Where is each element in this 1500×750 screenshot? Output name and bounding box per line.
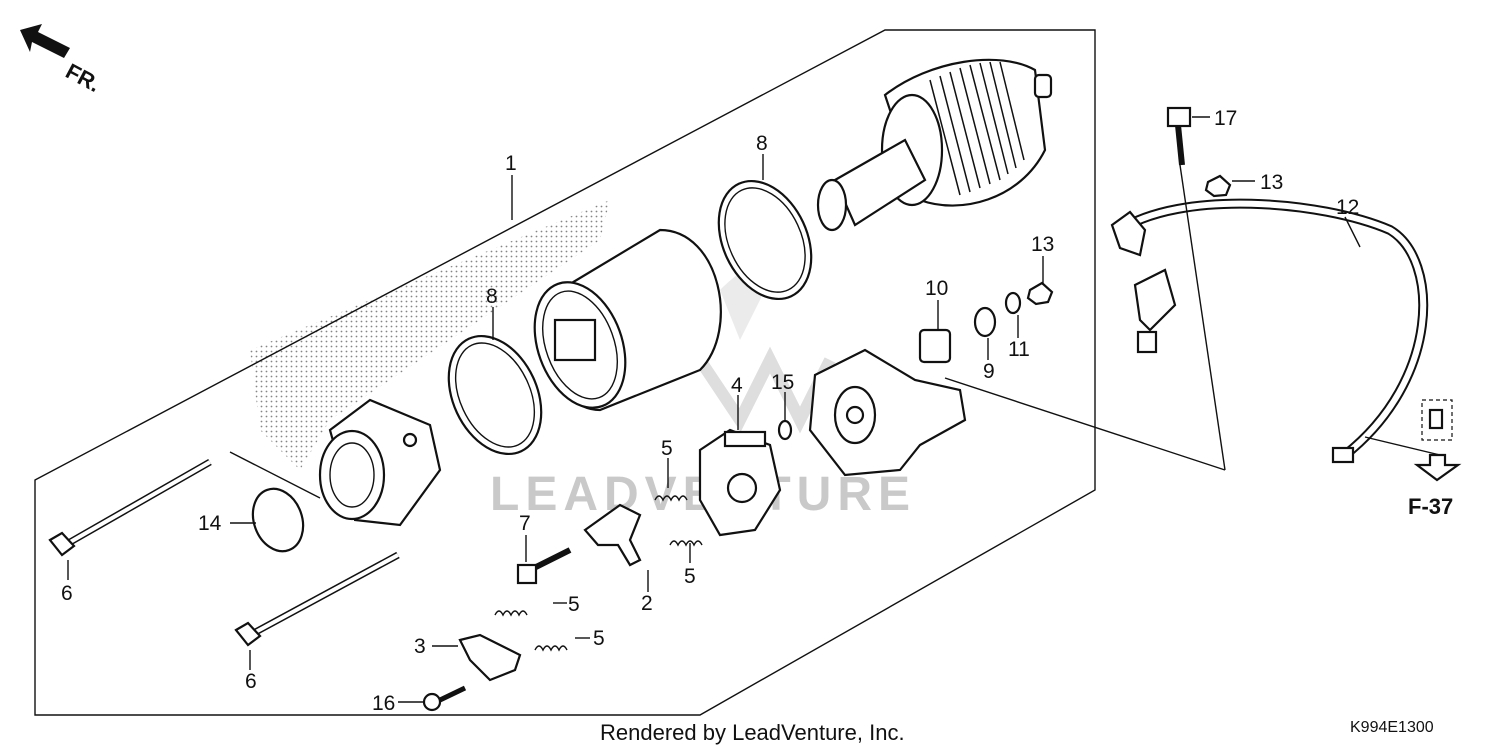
brush-holder xyxy=(698,428,782,537)
terminal-bolt xyxy=(516,547,572,585)
callout-13b: 13 xyxy=(1260,171,1283,194)
callout-7: 7 xyxy=(519,512,531,535)
bolt-17 xyxy=(1166,106,1192,166)
callout-5b: 5 xyxy=(684,565,696,588)
nut-13-lower xyxy=(1026,281,1054,306)
rear-cover xyxy=(808,348,967,477)
callout-4: 4 xyxy=(731,374,743,397)
spring xyxy=(494,495,703,652)
callout-6a: 6 xyxy=(61,582,73,605)
callout-5a: 5 xyxy=(661,437,673,460)
callout-15: 15 xyxy=(771,371,794,394)
callout-2: 2 xyxy=(641,592,653,615)
reference-f37: F-37 xyxy=(1364,399,1462,519)
o-ring-14 xyxy=(251,487,305,553)
insulator-9 xyxy=(973,306,997,338)
front-label: FR. xyxy=(62,58,105,97)
dotted-shading xyxy=(250,200,610,470)
callout-labels: 1 2 3 4 5 5 5 5 6 6 7 8 8 9 10 11 12 13 … xyxy=(61,107,1359,715)
starter-cable xyxy=(1110,198,1429,464)
o-ring-upper xyxy=(717,179,813,301)
terminal-insulator xyxy=(918,328,952,364)
callout-5c: 5 xyxy=(568,593,580,616)
diagram-code: K994E1300 xyxy=(1350,719,1434,736)
terminal-bracket xyxy=(458,633,522,682)
front-direction-arrow: FR. xyxy=(20,24,105,97)
callout-11: 11 xyxy=(1008,338,1030,361)
callout-8a: 8 xyxy=(486,285,498,308)
washer xyxy=(777,419,793,441)
footer-credit: Rendered by LeadVenture, Inc. xyxy=(600,720,905,745)
through-bolt-lower xyxy=(234,551,400,647)
assembly-outline xyxy=(34,29,1096,716)
callout-13a: 13 xyxy=(1031,233,1054,256)
callout-16: 16 xyxy=(372,692,395,715)
callout-12: 12 xyxy=(1336,196,1359,219)
callout-10: 10 xyxy=(925,277,948,300)
yoke-housing xyxy=(533,228,722,412)
front-cover xyxy=(318,398,442,527)
through-bolt-upper xyxy=(48,458,212,557)
callout-9: 9 xyxy=(983,360,995,383)
callout-14: 14 xyxy=(198,512,222,535)
callout-3: 3 xyxy=(414,635,426,658)
nut-13-upper xyxy=(1204,174,1232,198)
leader-lines xyxy=(67,116,1361,703)
callout-5d: 5 xyxy=(593,627,605,650)
screw xyxy=(422,685,467,712)
armature xyxy=(816,58,1053,232)
callout-6b: 6 xyxy=(245,670,257,693)
callout-8b: 8 xyxy=(756,132,768,155)
callout-1: 1 xyxy=(505,152,517,175)
reference-label: F-37 xyxy=(1408,494,1453,519)
washer-11 xyxy=(1004,291,1022,315)
brush-terminal xyxy=(583,503,642,567)
callout-17: 17 xyxy=(1214,107,1237,130)
